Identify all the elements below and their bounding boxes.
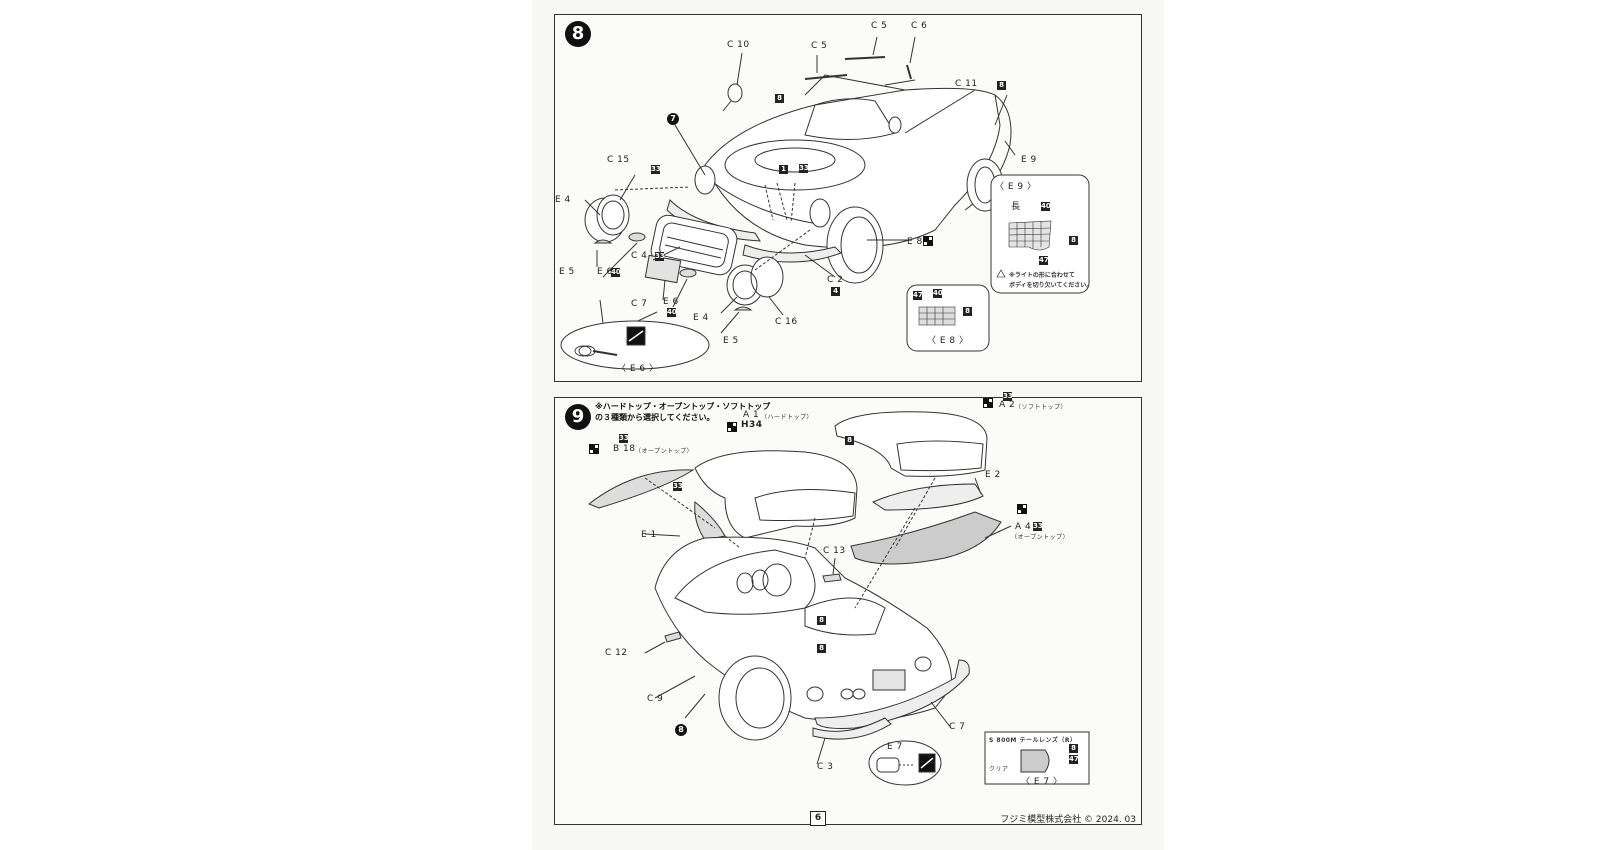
part-e1: E 1	[641, 530, 657, 540]
part-e5-right: E 5	[723, 336, 739, 346]
paint-code: 8	[845, 436, 854, 445]
paint-code: 40	[611, 268, 621, 277]
paint-code: 33	[619, 434, 629, 443]
paint-code: 47	[913, 291, 923, 300]
paint-code: 8	[1069, 744, 1078, 753]
paint-code: 8	[1069, 236, 1078, 245]
part-c6: C 6	[911, 21, 928, 31]
page-number: 6	[810, 811, 826, 826]
paint-chip-icon	[983, 398, 993, 408]
part-c7: C 7	[631, 299, 648, 309]
part-a2: A 2	[999, 400, 1016, 410]
paint-code: 33	[799, 164, 809, 173]
paint-code: 47	[1039, 256, 1049, 265]
inset-e9-warning: ※ライトの形に合わせて ボディを切り欠いてください。	[1009, 272, 1093, 289]
paint-code: 40	[667, 308, 677, 317]
inset-e7-title: S 800M テールレンズ（R）	[989, 737, 1077, 744]
copyright: フジミ模型株式会社 © 2024. 03	[1000, 815, 1136, 825]
part-b18-note: （オープントップ）	[635, 448, 694, 455]
part-e8: E 8	[907, 237, 923, 247]
part-a1-note: （ハードトップ）	[761, 414, 814, 421]
part-c9: C 9	[647, 694, 664, 704]
paint-code: 1	[779, 165, 788, 174]
paint-code: 4	[831, 287, 840, 296]
paint-code: 33	[1033, 522, 1043, 531]
part-e4-left: E 4	[555, 195, 571, 205]
paint-code: 33	[651, 165, 661, 174]
paint-code: 8	[775, 94, 784, 103]
inset-e7-label: 〈 E 7 〉	[1021, 777, 1063, 787]
paint-code: 33	[655, 252, 665, 261]
paint-code: 8	[817, 644, 826, 653]
step-9-illustration	[588, 411, 1090, 786]
part-e2: E 2	[985, 470, 1001, 480]
part-e9: E 9	[1021, 155, 1037, 165]
part-c2: C 2	[827, 275, 844, 285]
part-c11: C 11	[955, 79, 978, 89]
part-e5-left: E 5	[559, 267, 575, 277]
part-c12: C 12	[605, 648, 628, 658]
paint-code: 47	[1069, 755, 1079, 764]
step-9-panel: 9 ※ハードトップ・オープントップ・ソフトトップ の３種類から選択してください。	[554, 392, 1142, 825]
part-a2-note: （ソフトトップ）	[1015, 404, 1068, 411]
paint-code: 33	[673, 482, 683, 491]
part-c4: C 4	[631, 251, 648, 261]
part-h34: H34	[741, 420, 763, 430]
part-c16: C 16	[775, 317, 798, 327]
paint-chip-icon	[727, 422, 737, 432]
part-c7: C 7	[949, 722, 966, 732]
paint-code: 8	[997, 81, 1006, 90]
reference-step-8: 8	[675, 724, 687, 736]
inset-e9-label: 〈 E 9 〉	[995, 182, 1037, 192]
inset-e7-clear: クリア	[989, 766, 1009, 773]
part-c15: C 15	[607, 155, 630, 165]
part-e7: E 7	[887, 742, 903, 752]
part-a1: A 1	[743, 410, 760, 420]
inset-e9-long-mark: 長	[1011, 202, 1021, 212]
step-number: 8	[565, 21, 591, 47]
part-e6-left: E 6	[597, 267, 613, 277]
reference-step-7: 7	[667, 113, 679, 125]
step-8-panel: 8	[554, 14, 1142, 382]
paint-code: 8	[963, 307, 972, 316]
paint-chip-icon	[923, 236, 933, 246]
paint-code: 40	[1041, 202, 1051, 211]
part-c5-top: C 5	[871, 21, 888, 31]
inset-e8-label: 〈 E 8 〉	[927, 336, 969, 346]
step-9-note-line1: ※ハードトップ・オープントップ・ソフトトップ	[595, 402, 771, 411]
paint-code: 40	[933, 289, 943, 298]
paint-chip-icon	[1017, 504, 1027, 514]
part-a4-note: （オープントップ）	[1011, 534, 1070, 541]
part-e4-right: E 4	[693, 313, 709, 323]
part-c10: C 10	[727, 40, 750, 50]
part-c3: C 3	[817, 762, 834, 772]
paint-chip-icon	[589, 444, 599, 454]
step-8-illustration	[560, 36, 1090, 370]
step-number: 9	[565, 404, 591, 430]
inset-e6-label: 〈 E 6 〉	[617, 364, 659, 374]
paint-code: 33	[1003, 392, 1013, 401]
part-c5: C 5	[811, 41, 828, 51]
part-c13: C 13	[823, 546, 846, 556]
part-e6-right: E 6	[663, 297, 679, 307]
part-a4: A 4	[1015, 522, 1032, 532]
paint-code: 8	[817, 616, 826, 625]
part-b18: B 18	[613, 444, 636, 454]
step-9-note-line2: の３種類から選択してください。	[595, 413, 715, 422]
